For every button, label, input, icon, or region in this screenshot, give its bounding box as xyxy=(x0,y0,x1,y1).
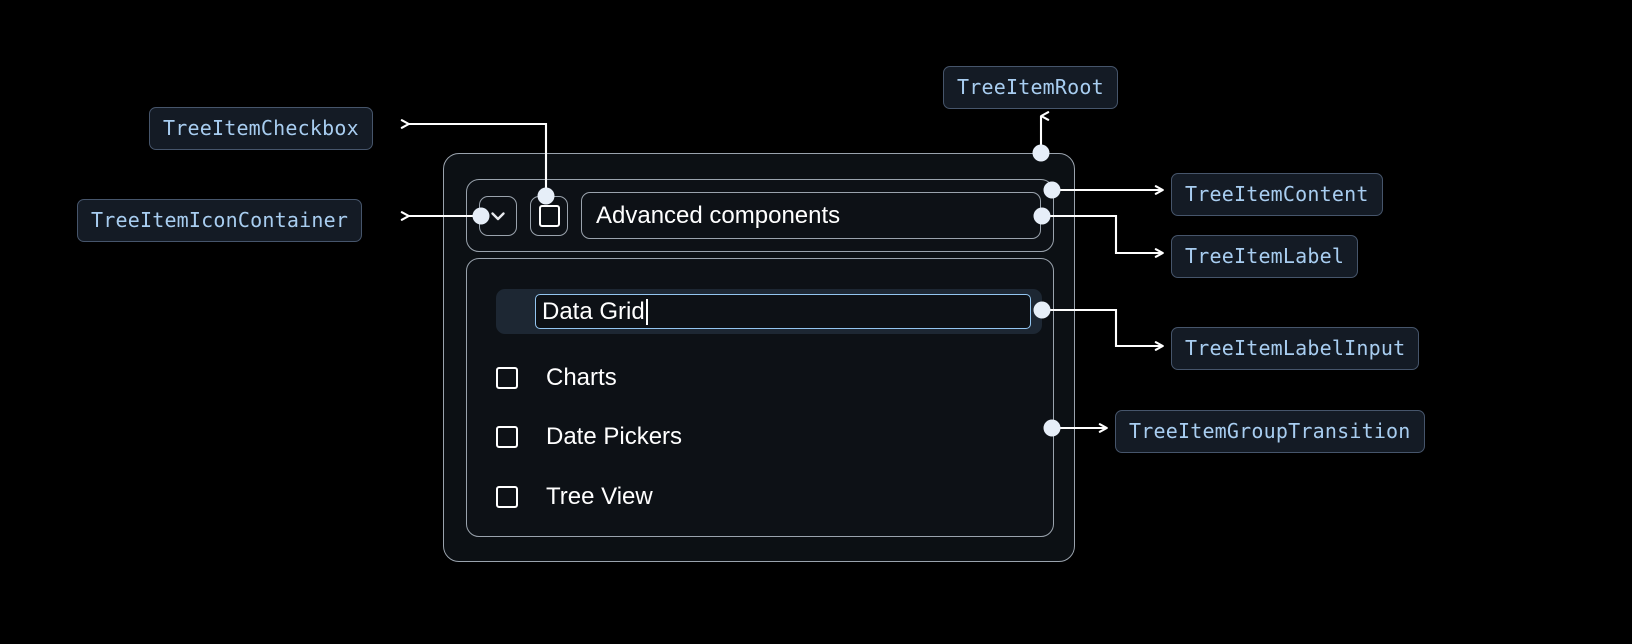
text-caret xyxy=(645,298,648,325)
tree-item-checkbox[interactable] xyxy=(530,195,568,236)
tree-item-label-input-value: Data Grid xyxy=(542,297,645,325)
chevron-down-icon xyxy=(491,211,505,220)
annotation-tree-item-checkbox: TreeItemCheckbox xyxy=(149,107,373,150)
tree-item-icon-container[interactable] xyxy=(479,195,517,236)
tree-item-label-input[interactable]: Data Grid xyxy=(535,294,1031,329)
tree-child-label: Charts xyxy=(546,364,617,391)
tree-child-row-editing[interactable]: Data Grid xyxy=(496,289,1042,334)
checkbox-unchecked-icon[interactable] xyxy=(496,426,518,448)
tree-child-row[interactable]: Tree View xyxy=(496,477,653,517)
annotation-tree-item-icon-container: TreeItemIconContainer xyxy=(77,199,363,242)
tree-item-content[interactable]: Advanced components xyxy=(466,179,1054,252)
annotation-tree-item-label: TreeItemLabel xyxy=(1171,235,1359,278)
checkbox-unchecked-icon xyxy=(538,204,560,227)
tree-item-label-text: Advanced components xyxy=(596,201,841,229)
tree-child-row[interactable]: Charts xyxy=(496,358,617,398)
annotation-tree-item-label-input: TreeItemLabelInput xyxy=(1171,327,1420,370)
checkbox-unchecked-icon[interactable] xyxy=(496,486,518,508)
annotation-tree-item-content: TreeItemContent xyxy=(1171,173,1383,216)
tree-child-label: Date Pickers xyxy=(546,423,683,450)
tree-child-row[interactable]: Date Pickers xyxy=(496,417,682,457)
checkbox-unchecked-icon[interactable] xyxy=(496,367,518,389)
annotation-tree-item-root: TreeItemRoot xyxy=(943,66,1118,109)
tree-child-label: Tree View xyxy=(546,483,653,510)
annotation-tree-item-group-transition: TreeItemGroupTransition xyxy=(1115,410,1425,453)
tree-item-label[interactable]: Advanced components xyxy=(581,192,1041,239)
tree-item-group-transition[interactable]: Data Grid Charts Date Pickers Tree View xyxy=(466,258,1054,537)
